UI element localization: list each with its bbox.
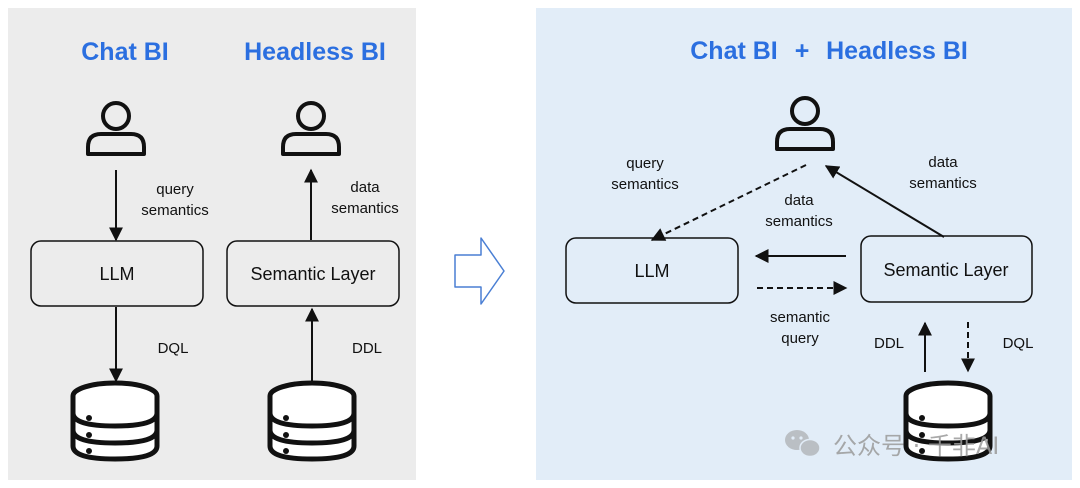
database-icon (270, 383, 354, 459)
semantic-layer-box (226, 240, 400, 307)
combined-title-headless: Headless BI (826, 37, 968, 65)
headless-bi-title: Headless BI (244, 38, 386, 66)
semantics-label: semantics (331, 200, 399, 217)
semantic-layer-box-label: Semantic Layer (883, 260, 1008, 280)
query-label: query (626, 155, 664, 172)
query-label: query (156, 181, 194, 198)
data-label: data (350, 179, 380, 196)
semantic-label: semantic (770, 309, 831, 326)
watermark-text: 公众号 · 千非AI (833, 432, 999, 460)
wechat-icon (785, 430, 821, 458)
llm-box (565, 237, 739, 304)
semantic-layer-box (860, 235, 1033, 303)
llm-box (30, 240, 204, 307)
ddl-label: DDL (874, 335, 904, 352)
combined-title-plus: + (795, 37, 810, 65)
semantics-label: semantics (141, 202, 209, 219)
ddl-label: DDL (352, 340, 382, 357)
transition-arrow-icon (454, 237, 505, 305)
data-label: data (784, 192, 814, 209)
data-label: data (928, 154, 958, 171)
semantics-label: semantics (909, 175, 977, 192)
query-semantics-dashed-arrow (650, 164, 807, 241)
combined-title-chat: Chat BI (690, 37, 778, 65)
dql-label: DQL (1003, 335, 1034, 352)
llm-box-label: LLM (634, 261, 669, 281)
semantics-label: semantics (765, 213, 833, 230)
llm-box-label: LLM (99, 264, 134, 284)
database-icon (73, 383, 157, 459)
query-label: query (781, 330, 819, 347)
semantic-layer-box-label: Semantic Layer (250, 264, 375, 284)
data-semantics-arrow (824, 165, 945, 238)
chat-bi-title: Chat BI (81, 38, 169, 66)
dql-label: DQL (158, 340, 189, 357)
semantics-label: semantics (611, 176, 679, 193)
